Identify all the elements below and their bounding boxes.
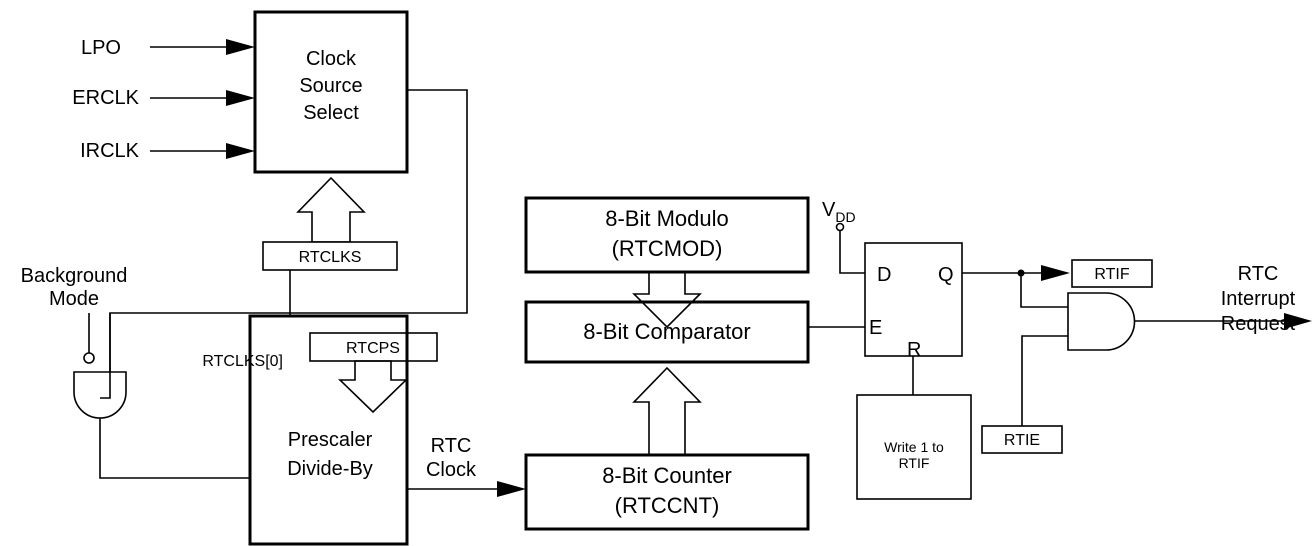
rtif-label: RTIF	[1094, 266, 1129, 283]
vdd-label: VDD	[822, 199, 856, 225]
q-to-and-wire	[1020, 273, 1068, 308]
rtcps-label: RTCPS	[346, 340, 400, 357]
background-mode-line2: Mode	[49, 288, 99, 310]
rtie-register	[981, 425, 1063, 454]
erclk-input: ERCLK	[72, 87, 255, 109]
lpo-arrowhead	[226, 39, 255, 55]
counter-block	[524, 453, 810, 531]
modulo-line1: 8-Bit Modulo	[605, 206, 729, 231]
prescaler-block	[248, 314, 409, 546]
write1-line1: Write 1 to	[884, 439, 944, 455]
erclk-label: ERCLK	[72, 87, 139, 109]
irclk-arrowhead	[226, 143, 255, 159]
counter-bus-arrow	[632, 366, 702, 456]
interrupt-line2: Interrupt	[1221, 288, 1296, 310]
erclk-arrowhead	[226, 90, 255, 106]
counter-line2: (RTCCNT)	[615, 493, 720, 518]
irclk-label: IRCLK	[80, 140, 140, 162]
lpo-label: LPO	[81, 37, 121, 59]
modulo-line2: (RTCMOD)	[612, 236, 723, 261]
rtif-arrowhead	[1041, 265, 1070, 281]
background-mode-inverter-bubble	[83, 352, 95, 364]
rtclks-label: RTCLKS	[299, 249, 362, 266]
irclk-input: IRCLK	[80, 140, 255, 162]
interrupt-line1: RTC	[1238, 263, 1279, 285]
rtcps-register	[309, 332, 438, 362]
ff-d-label: D	[877, 264, 891, 286]
comparator-block	[524, 300, 810, 364]
clock-source-select-block	[253, 10, 409, 174]
clock-source-line3: Select	[303, 102, 359, 124]
interrupt-line3: Request	[1221, 313, 1296, 335]
interrupt-arrowhead	[1284, 313, 1312, 329]
background-mode-line1: Background	[21, 265, 128, 287]
ff-r-label: R	[907, 339, 921, 361]
rtc-clock-line2: Clock	[426, 459, 477, 481]
prescaler-line2: Divide-By	[287, 458, 373, 480]
write1-rtif-block	[856, 394, 972, 500]
modulo-bus-arrow	[632, 271, 702, 329]
rtie-to-and-wire	[1021, 335, 1068, 426]
vdd-to-d-wire	[839, 231, 865, 274]
rtclks-bus-arrow	[296, 176, 366, 243]
counter-line1: 8-Bit Counter	[602, 463, 732, 488]
prescaler-line1: Prescaler	[288, 429, 373, 451]
rtcps-bus-arrow	[338, 360, 408, 414]
clock-source-line2: Source	[299, 75, 362, 97]
rtc-clock-arrowhead	[497, 481, 526, 497]
write1-line2: RTIF	[899, 455, 930, 471]
rtie-label: RTIE	[1004, 432, 1040, 449]
clock-source-line1: Clock	[306, 48, 357, 70]
ff-e-label: E	[869, 317, 882, 339]
rtclks-register	[262, 241, 398, 271]
rtif-register	[1071, 259, 1153, 288]
interrupt-and-gate	[1067, 292, 1136, 351]
comparator-label: 8-Bit Comparator	[583, 319, 751, 344]
vdd-terminal	[835, 222, 845, 232]
lpo-input: LPO	[81, 37, 255, 59]
rtclks0-label: RTCLKS[0]	[202, 353, 283, 370]
and-gate-output-wire	[99, 418, 250, 479]
rtc-clock-line1: RTC	[431, 435, 472, 457]
ff-q-label: Q	[938, 264, 954, 286]
background-and-gate	[73, 371, 127, 419]
clock-select-output-wire	[100, 89, 468, 399]
